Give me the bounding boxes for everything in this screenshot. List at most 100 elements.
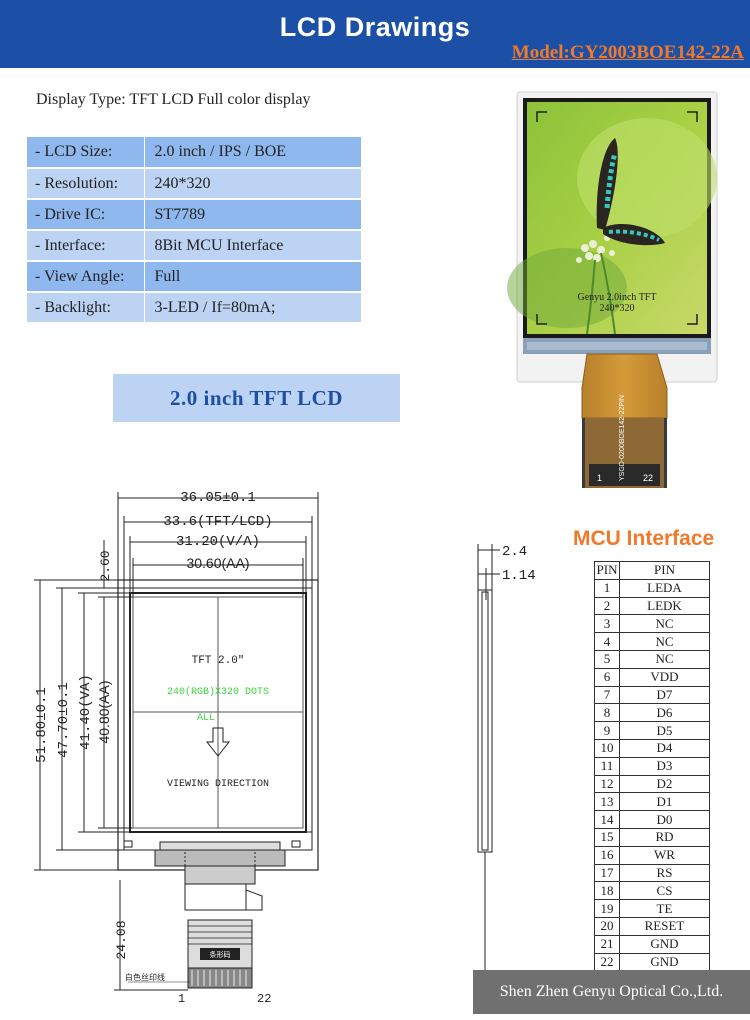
dim-va-height: 41.40(VA): [78, 674, 94, 750]
spec-value: ST7789: [144, 199, 362, 231]
pin-number: 20: [594, 916, 620, 936]
product-subtitle: 2.0 inch TFT LCD: [170, 385, 343, 410]
pin-name: D7: [619, 685, 710, 705]
spec-row: - Drive IC: ST7789: [27, 199, 362, 231]
spec-value: 3-LED / If=80mA;: [144, 292, 362, 324]
dim-tft-height: 47.70±0.1: [56, 682, 72, 758]
pin-name: D2: [619, 774, 710, 794]
screen-resolution: 240(RGB)X320 DOTS: [167, 686, 269, 698]
spec-row: - Interface: 8Bit MCU Interface: [27, 230, 362, 262]
spec-key: - Drive IC:: [27, 199, 145, 231]
pin-number: 11: [594, 756, 620, 776]
dim-va-width: 31.20(V/A): [176, 534, 260, 550]
photo-caption-2: 240*320: [600, 303, 635, 314]
drawing-pin-first: 1: [178, 992, 185, 1006]
pin-number: 6: [594, 667, 620, 687]
pin-name: CS: [619, 881, 710, 901]
spec-key: - Resolution:: [27, 168, 145, 200]
spec-key: - LCD Size:: [27, 137, 145, 169]
spec-row: - Resolution: 240*320: [27, 168, 362, 200]
lcd-product-photo: Genyu 2.0inch TFT 240*320 YSGD-0200BOE14…: [507, 91, 718, 488]
pin-number: 21: [594, 934, 620, 954]
spec-row: - View Angle: Full: [27, 261, 362, 293]
pin-number: 3: [594, 614, 620, 634]
pin-number: 8: [594, 703, 620, 723]
screen-all: ALL: [197, 713, 215, 724]
silk-line-label: 白色丝印线: [125, 972, 165, 982]
pin-number: 2: [594, 596, 620, 616]
pin-name: RD: [619, 827, 710, 847]
pin-number: 5: [594, 649, 620, 669]
pin-name: NC: [619, 649, 710, 669]
pin-name: D4: [619, 738, 710, 758]
pin-number: 17: [594, 863, 620, 883]
drawing-pin-last: 22: [257, 992, 271, 1006]
page-header: LCD Drawings Model:GY2003BOE142-22A: [0, 0, 750, 68]
pin-name: D1: [619, 792, 710, 812]
pin-name: RS: [619, 863, 710, 883]
pin-name: NC: [619, 614, 710, 634]
side-view-drawing: 2.4 1.14: [477, 544, 536, 1010]
spec-value: 2.0 inch / IPS / BOE: [144, 137, 362, 169]
pin-number: 1: [594, 578, 620, 598]
dim-aa-height: 40.80(AA): [96, 680, 112, 743]
spec-key: - Interface:: [27, 230, 145, 262]
viewing-direction: VIEWING DIRECTION: [167, 779, 269, 790]
front-view-drawing: 36.05±0.1 33.6(TFT/LCD) 31.20(V/A) 30.60…: [34, 490, 319, 1006]
pin-name-header: PIN: [619, 561, 710, 580]
pin-name: D5: [619, 721, 710, 740]
pin-name: D6: [619, 703, 710, 723]
viewing-arrow-icon: [205, 727, 231, 757]
pin-name: WR: [619, 845, 710, 865]
display-type: Display Type: TFT LCD Full color display: [36, 91, 311, 108]
dim-side-thickness: 2.4: [502, 544, 527, 560]
dim-top-gap: 2.60: [98, 550, 113, 581]
photo-pin-last: 22: [643, 473, 653, 483]
pin-number: 15: [594, 827, 620, 847]
pin-header-row: PIN PIN: [594, 561, 710, 580]
pin-number: 13: [594, 792, 620, 812]
pin-name: TE: [619, 899, 710, 918]
page-title: LCD Drawings: [279, 12, 471, 42]
dim-side-glass: 1.14: [502, 568, 536, 584]
pin-number-header: PIN: [594, 561, 620, 580]
photo-caption-1: Genyu 2.0inch TFT: [578, 292, 657, 303]
pin-number: 14: [594, 810, 620, 829]
pin-name: RESET: [619, 916, 710, 936]
spec-row: - Backlight: 3-LED / If=80mA;: [27, 292, 362, 324]
model-number: Model:GY2003BOE142-22A: [511, 42, 744, 63]
pin-name: GND: [619, 952, 710, 972]
spec-key: - Backlight:: [27, 292, 145, 324]
photo-pin-first: 1: [597, 473, 602, 483]
butterfly-image: [596, 138, 665, 246]
dim-outline-height: 51.80±0.1: [34, 687, 50, 763]
screen-title: TFT 2.0": [192, 655, 245, 667]
spec-row: - LCD Size: 2.0 inch / IPS / BOE: [27, 137, 362, 169]
pin-name: LEDA: [619, 578, 710, 598]
fpc-code: YSGD-0200BOE142-22PIN: [619, 395, 626, 481]
spec-value: 240*320: [144, 168, 362, 200]
pin-name: GND: [619, 934, 710, 954]
pin-name: VDD: [619, 667, 710, 687]
dim-aa-width: 30.60(AA): [186, 555, 249, 571]
fpc-barcode-label: 条形码: [210, 950, 231, 960]
